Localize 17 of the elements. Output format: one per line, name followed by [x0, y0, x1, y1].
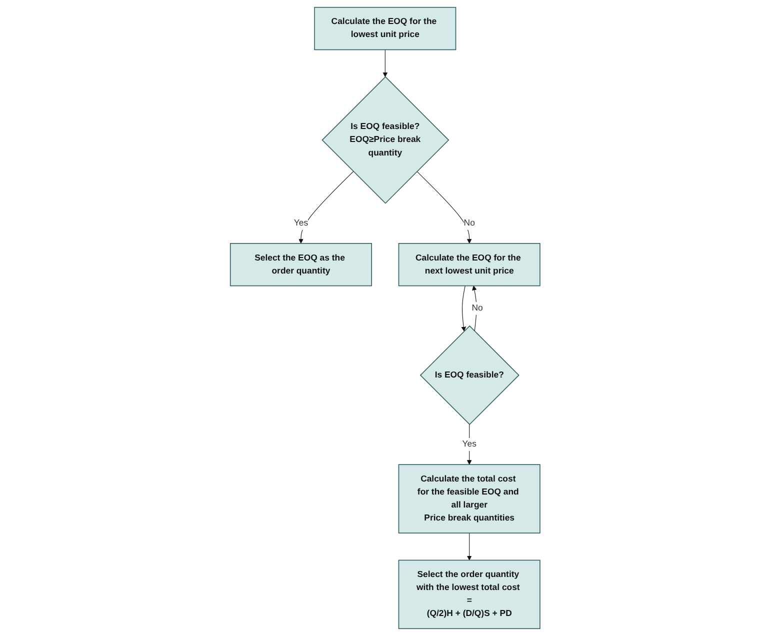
node-box: Select the EOQ as the order quantity: [230, 243, 372, 286]
arrow: [417, 171, 472, 244]
node-box: Calculate the total cost for the feasible EOQ and all larger Price break quantities: [398, 464, 541, 534]
edge-label: No: [464, 218, 476, 228]
node-box: Select the order quantity with the lowest total cost = (Q/2)H + (D/Q)S + PD: [398, 560, 541, 630]
node-diamond: Is EOQ feasible?: [420, 325, 520, 425]
node-diamond: Is EOQ feasible? EOQ≥Price break quantity: [322, 76, 450, 204]
arrow: [298, 171, 354, 244]
node-box: Calculate the EOQ for the lowest unit price: [314, 6, 457, 50]
arrow: [383, 49, 388, 78]
edge-label: No: [472, 303, 484, 313]
edge-label: Yes: [294, 218, 308, 228]
arrow: [462, 286, 466, 332]
node-box: Calculate the EOQ for the next lowest unit price: [398, 243, 541, 286]
arrow: [467, 424, 472, 465]
arrow: [467, 532, 472, 560]
edge-label: Yes: [462, 440, 477, 449]
